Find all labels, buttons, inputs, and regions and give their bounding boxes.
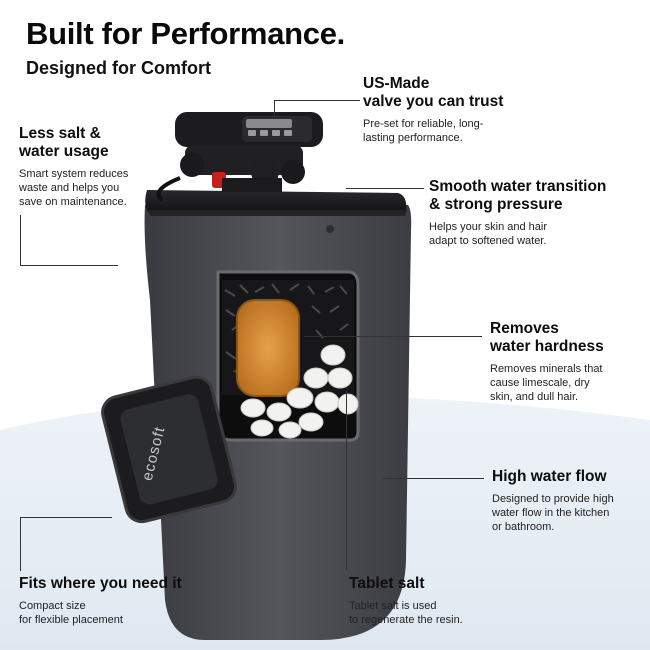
callout-title: water hardness — [490, 338, 604, 355]
callout-desc: Tablet salt is used — [349, 600, 437, 612]
callout-desc: Smart system reduces — [19, 168, 129, 180]
callout-title: water usage — [19, 143, 109, 160]
page-subtitle: Designed for Comfort — [26, 58, 212, 78]
callout-title: Removes — [490, 320, 559, 337]
callout-title: Less salt & — [19, 125, 101, 142]
callout-title: & strong pressure — [429, 196, 563, 213]
leader-line-hardness — [304, 336, 482, 337]
callout-title: Smooth water transition — [429, 178, 607, 195]
callout-desc: for flexible placement — [19, 614, 123, 626]
leader-line-fits — [20, 517, 112, 518]
callout-title: Tablet salt — [349, 575, 425, 592]
leader-line-smooth — [346, 188, 424, 189]
callout-desc: Removes minerals that — [490, 363, 603, 375]
callout-desc: water flow in the kitchen — [492, 507, 610, 519]
callout-desc: lasting performance. — [363, 132, 463, 144]
leader-line-less-salt-v — [20, 215, 21, 265]
callout-desc: waste and helps you — [19, 182, 120, 194]
brine-lid — [101, 375, 237, 524]
callout-title: US-Made — [363, 75, 430, 92]
callout-desc: adapt to softened water. — [429, 235, 547, 247]
leader-line-us-made-v — [274, 100, 275, 118]
leader-line-fits-v — [20, 517, 21, 571]
leader-line-flow — [382, 478, 484, 479]
callout-desc: cause limescale, dry — [490, 377, 590, 389]
page-title: Built for Performance. — [26, 16, 345, 51]
callout-title: Fits where you need it — [19, 575, 182, 592]
callout-high-flow: High water flow Designed to provide high… — [492, 468, 614, 534]
callout-desc: or bathroom. — [492, 521, 555, 533]
callout-title: High water flow — [492, 468, 607, 485]
leader-line-us-made — [274, 100, 360, 101]
callout-desc: Helps your skin and hair — [429, 221, 548, 233]
callout-desc: Pre-set for reliable, long- — [363, 118, 484, 130]
cutaway-window — [216, 270, 360, 442]
callout-desc: to regenerate the resin. — [349, 614, 463, 626]
callout-desc: Designed to provide high — [492, 493, 614, 505]
callout-fits: Fits where you need it Compact size for f… — [19, 575, 182, 627]
callout-less-salt: Less salt &water usage Smart system redu… — [19, 125, 128, 209]
control-valve — [156, 112, 323, 202]
callout-title: valve you can trust — [363, 93, 504, 110]
callout-smooth-transition: Smooth water transition& strong pressure… — [429, 178, 606, 248]
leader-line-less-salt — [20, 265, 118, 266]
callout-desc: skin, and dull hair. — [490, 391, 579, 403]
callout-desc: Compact size — [19, 600, 86, 612]
callout-desc: save on maintenance. — [19, 196, 127, 208]
callout-tablet-salt: Tablet salt Tablet salt is used to regene… — [349, 575, 463, 627]
leader-line-tablet — [346, 390, 347, 570]
